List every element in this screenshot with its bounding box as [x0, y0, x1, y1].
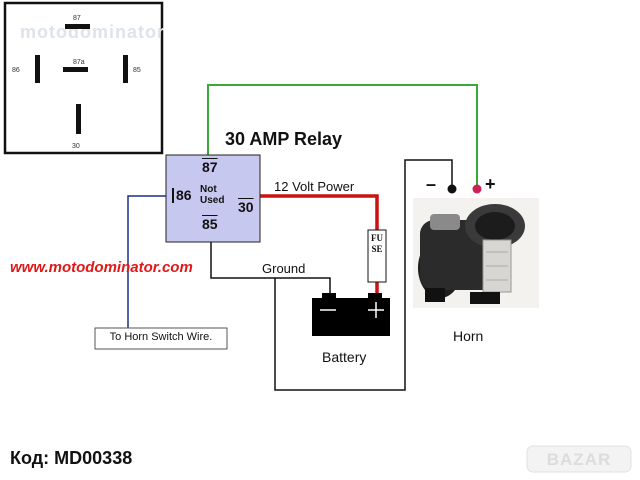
- pinout-label-86: 86: [12, 67, 20, 74]
- relay-pin-86-bar: [172, 188, 174, 203]
- switch-wire-label-box: [94, 327, 228, 350]
- bazar-watermark: BAZAR: [546, 450, 612, 469]
- battery-terminal-pos: [368, 293, 382, 298]
- relay-box: [165, 154, 261, 243]
- relay-not-used-line2: Used: [200, 195, 225, 206]
- pinout-watermark: motodominator: [20, 22, 165, 42]
- pin-30-slot: [76, 104, 81, 134]
- horn-ground-wire: [274, 159, 453, 391]
- horn-terminal-neg: [447, 184, 457, 194]
- pin-87-slot: [65, 24, 90, 29]
- pin-86-slot: [35, 55, 40, 83]
- bazar-watermark-bubble: [526, 445, 632, 473]
- power-label: 12 Volt Power: [274, 179, 355, 194]
- horn-label: Horn: [453, 328, 484, 344]
- fuse: [367, 229, 387, 283]
- battery-body: [312, 298, 390, 336]
- switch-wire-label: To Horn Switch Wire.: [109, 331, 213, 343]
- green-wire: [207, 84, 478, 188]
- horn-plus-label: +: [485, 174, 496, 194]
- relay-pin-86: 86: [176, 187, 192, 203]
- power-wire: [260, 194, 379, 230]
- pinout-label-87: 87: [73, 15, 81, 22]
- website-url: www.motodominator.com: [10, 259, 193, 276]
- relay-title: 30 AMP Relay: [225, 129, 343, 149]
- pinout-label-87a: 87a: [73, 59, 85, 66]
- pin-85-slot: [123, 55, 128, 83]
- relay-pin-30: 30: [238, 199, 254, 215]
- horn-terminal-pos: [472, 184, 482, 194]
- horn-minus-label: –: [426, 174, 437, 194]
- relay-pin-87: 87: [202, 159, 218, 175]
- pinout-label-85: 85: [133, 67, 141, 74]
- horn-photo: [413, 198, 539, 308]
- pinout-label-30: 30: [72, 143, 80, 150]
- relay-not-used: Not Used: [200, 184, 224, 206]
- pin-87a-slot: [63, 67, 88, 72]
- battery-label: Battery: [322, 349, 367, 365]
- fuse-label: FUSE: [371, 233, 383, 254]
- ground-wire: [210, 242, 331, 298]
- switch-wire: [127, 195, 166, 328]
- product-code: Код: MD00338: [10, 448, 133, 468]
- relay-pin-85: 85: [202, 216, 218, 232]
- battery-terminal-neg: [322, 293, 336, 298]
- relay-not-used-line1: Not: [200, 184, 217, 195]
- ground-label: Ground: [262, 261, 306, 276]
